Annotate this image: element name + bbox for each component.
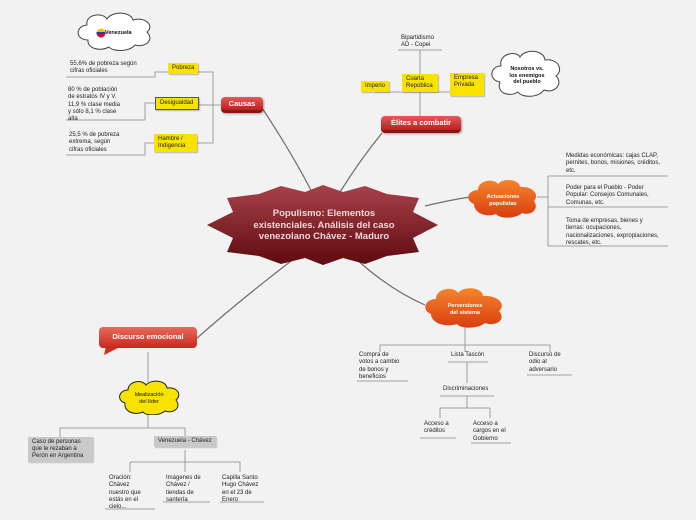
tag-desigualdad[interactable]: Desigualdad — [155, 97, 199, 110]
perversiones-cloud-shape — [425, 288, 502, 328]
venezuela-cloud-shape — [77, 12, 151, 51]
tag-cuarta-republica[interactable]: Cuarta República — [402, 74, 438, 92]
note-lista-tascon: Lista Tascón — [451, 352, 485, 358]
note-acceso-cargos: Acceso a cargos en el Gobierno — [473, 421, 506, 442]
node-causas[interactable]: Causas — [221, 97, 263, 113]
note-toma-empresas: Toma de empresas, bienes y tierras: ocup… — [566, 218, 659, 246]
box-peron[interactable]: Caso de personas que le rezaban a Perón … — [28, 437, 93, 462]
enemies-cloud-shape — [491, 50, 560, 97]
central-topic-title[interactable]: Populismo: Elementos existenciales. Anál… — [253, 208, 395, 242]
note-discurso-odio: Discurso de odio al adversario — [529, 352, 561, 373]
note-acceso-creditos: Acceso a créditos — [424, 421, 449, 435]
node-elites[interactable]: Élites a combatir — [381, 116, 461, 133]
note-imagenes: Imágenes de Chávez / tiendas de santería — [166, 475, 201, 503]
note-capilla: Capilla Santo Hugo Chávez en el 23 de En… — [222, 475, 259, 503]
central-topic-shape — [207, 185, 438, 265]
idealizacion-cloud-shape — [119, 380, 180, 415]
tag-empresa-privada[interactable]: Empresa Privada — [450, 73, 484, 96]
actuaciones-cloud-shape — [468, 180, 537, 218]
note-compra-votos: Compra de votos a cambio de bonos y bene… — [359, 352, 400, 380]
tag-pobreza[interactable]: Pobreza — [168, 63, 198, 74]
node-discurso[interactable]: Discurso emocional — [112, 332, 184, 341]
node-idealizacion[interactable]: Idealización del líder — [134, 392, 164, 405]
note-bipartidismo: Bipartidismo AD - Copei — [401, 35, 435, 49]
note-desigualdad: 80 % de población de estratos IV y V. 11… — [68, 87, 120, 123]
box-venezuela-chavez[interactable]: Venezuela - Chávez — [154, 436, 216, 447]
tag-hambre[interactable]: Hambre / Indigencia — [154, 134, 197, 152]
note-oracion: Oración: Chávez nuestro que estás en el … — [109, 475, 141, 511]
tag-imperio[interactable]: Imperio — [361, 81, 389, 92]
note-poder-popular: Poder para el Pueblo - Poder Popular: Co… — [566, 185, 649, 206]
note-pobreza: 55,6% de pobreza según cifras oficiales — [70, 61, 137, 75]
note-hambre: 25,5 % de pobreza extrema, según cifras … — [69, 132, 120, 153]
note-medidas: Medidas económicas: cajas CLAP, pernites… — [566, 153, 661, 174]
node-actuaciones[interactable]: Actuaciones populistas — [486, 194, 520, 207]
enemies-cloud-label[interactable]: Nosotros vs. los enemigos del pueblo — [509, 66, 545, 85]
venezuela-flag-icon — [96, 28, 106, 38]
node-perversiones[interactable]: Perversiones del sistema — [447, 303, 483, 316]
venezuela-cloud-label[interactable]: Venezuela — [105, 30, 132, 36]
discurso-node-shape — [99, 327, 197, 355]
note-discriminaciones: Discriminaciones — [443, 386, 489, 392]
